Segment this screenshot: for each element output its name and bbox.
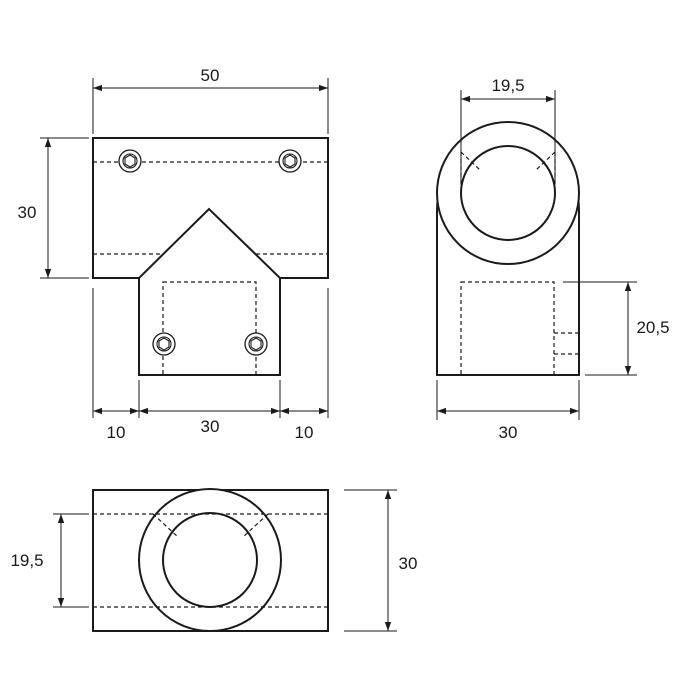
dim-stem-width: 30	[201, 417, 220, 436]
side-view: 19,5 20,5 30	[436, 76, 670, 442]
side-hidden-bore	[535, 151, 556, 171]
hex-screw-icon	[244, 332, 268, 356]
side-ring-inner	[460, 145, 556, 241]
dim-stem-height: 20,5	[636, 318, 669, 337]
hex-screw-icon	[118, 149, 142, 173]
dim-top-bore: 19,5	[10, 551, 43, 570]
hex-screw-icon	[278, 149, 302, 173]
front-hidden-stem-bore	[162, 281, 257, 376]
front-view: 50 30 10 30 10	[18, 66, 329, 442]
dim-front-height: 30	[18, 203, 37, 222]
top-view: 19,5 30	[10, 488, 418, 632]
dim-overall-width: 50	[201, 66, 220, 85]
dim-right-offset: 10	[295, 423, 314, 442]
side-hidden-stem-bore	[460, 281, 555, 376]
side-hidden-bore	[460, 151, 481, 171]
dim-top-depth: 30	[399, 554, 418, 573]
top-hidden-bore	[242, 513, 269, 538]
dim-side-width: 30	[499, 423, 518, 442]
top-hidden-bore	[152, 513, 179, 538]
top-ring-inner	[162, 512, 258, 608]
hex-screw-icon	[152, 332, 176, 356]
dim-side-bore: 19,5	[491, 76, 524, 95]
dim-left-offset: 10	[107, 423, 126, 442]
